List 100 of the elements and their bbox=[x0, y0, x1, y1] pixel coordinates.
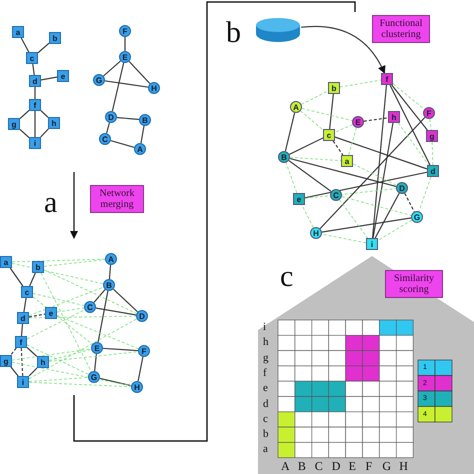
link-line bbox=[29, 272, 36, 286]
network-node: e bbox=[293, 193, 305, 205]
link-line bbox=[138, 356, 144, 382]
link-line bbox=[404, 193, 415, 212]
dashed-link bbox=[348, 127, 357, 156]
link-line bbox=[94, 289, 106, 303]
network-node: E bbox=[91, 342, 103, 354]
network-node: g bbox=[8, 118, 20, 130]
network-node: H bbox=[131, 381, 143, 393]
network-node: h bbox=[388, 111, 400, 123]
link-line bbox=[140, 126, 145, 144]
link-line bbox=[10, 366, 19, 376]
network-node: c bbox=[26, 52, 38, 64]
dashed-link bbox=[352, 164, 398, 186]
link-line bbox=[20, 38, 30, 52]
dashed-link bbox=[432, 142, 434, 166]
link-line bbox=[304, 172, 428, 198]
dashed-link bbox=[26, 344, 89, 375]
link-line bbox=[112, 62, 124, 112]
step-tag: Network merging bbox=[90, 185, 144, 213]
network-node: i bbox=[366, 238, 378, 250]
column-label: H bbox=[399, 460, 408, 472]
network-node: C bbox=[330, 189, 342, 201]
row-label: i bbox=[263, 322, 266, 333]
network-node: b bbox=[49, 32, 61, 44]
database-icon bbox=[255, 17, 301, 43]
dashed-link bbox=[300, 110, 324, 130]
dashed-link bbox=[398, 122, 430, 166]
panel-letter: c bbox=[280, 262, 294, 292]
link-line bbox=[98, 290, 108, 342]
link-line bbox=[10, 268, 24, 286]
column-label: F bbox=[366, 460, 372, 472]
link-line bbox=[40, 110, 48, 118]
dashed-link bbox=[300, 90, 328, 105]
network-node: C bbox=[84, 301, 96, 313]
dashed-link bbox=[429, 118, 432, 130]
link-line bbox=[103, 60, 121, 76]
link-line bbox=[100, 378, 132, 386]
dashed-link bbox=[286, 162, 298, 194]
dashed-link bbox=[28, 316, 136, 318]
dashed-link bbox=[339, 199, 368, 238]
link-line bbox=[32, 64, 35, 76]
row-label: h bbox=[263, 337, 268, 348]
network-node: c bbox=[323, 129, 335, 141]
step-tag: Functional clustering bbox=[372, 15, 430, 43]
link-line bbox=[28, 314, 46, 318]
network-node: d bbox=[427, 165, 439, 177]
network-node: D bbox=[396, 182, 408, 194]
link-line bbox=[28, 368, 38, 376]
link-line bbox=[20, 129, 30, 138]
link-line bbox=[23, 298, 27, 312]
link-line bbox=[289, 137, 324, 155]
column-label: B bbox=[298, 460, 306, 472]
link-line bbox=[334, 136, 428, 170]
dashed-link bbox=[12, 348, 92, 361]
step-tag: Similarity scoring bbox=[385, 270, 443, 298]
link-line bbox=[34, 87, 36, 99]
dashed-link bbox=[392, 83, 425, 110]
link-line bbox=[104, 80, 148, 88]
dashed-link bbox=[44, 259, 106, 267]
dashed-link bbox=[28, 286, 104, 316]
link-line bbox=[372, 84, 387, 238]
dashed-link bbox=[321, 234, 366, 244]
network-node: C bbox=[99, 133, 111, 145]
column-label: G bbox=[382, 460, 392, 472]
network-node: E bbox=[119, 51, 131, 63]
dashed-link bbox=[26, 309, 86, 340]
link-line bbox=[10, 348, 17, 356]
network-node: f bbox=[29, 99, 41, 111]
dashed-link bbox=[28, 318, 138, 380]
panel-letter: a bbox=[44, 188, 58, 218]
dashed-link bbox=[48, 351, 138, 362]
network-node: h bbox=[37, 356, 49, 368]
column-label: D bbox=[332, 460, 340, 472]
column-label: C bbox=[314, 460, 323, 472]
dashed-link bbox=[56, 315, 139, 350]
network-node: h bbox=[48, 117, 60, 129]
row-label: b bbox=[263, 429, 268, 440]
link-line bbox=[332, 140, 344, 156]
dashed-link bbox=[340, 80, 382, 88]
link-line bbox=[38, 42, 50, 54]
network-node: H bbox=[310, 227, 322, 239]
dashed-link bbox=[378, 220, 412, 241]
link-line bbox=[106, 122, 110, 134]
link-line bbox=[110, 140, 134, 148]
network-node: G bbox=[411, 211, 423, 223]
link-line bbox=[113, 288, 138, 312]
network-node: H bbox=[148, 82, 160, 94]
network-node: i bbox=[17, 376, 29, 388]
dashed-link bbox=[48, 349, 92, 361]
network-node: a bbox=[0, 256, 12, 268]
network-node: a bbox=[12, 26, 24, 38]
network-node: F bbox=[138, 345, 150, 357]
dashed-link bbox=[334, 124, 353, 133]
link-line bbox=[288, 160, 332, 192]
network-node: g bbox=[0, 355, 12, 367]
link-line bbox=[124, 37, 126, 51]
dashed-link bbox=[12, 258, 106, 262]
column-label: E bbox=[348, 460, 356, 472]
network-node: E bbox=[352, 116, 364, 128]
